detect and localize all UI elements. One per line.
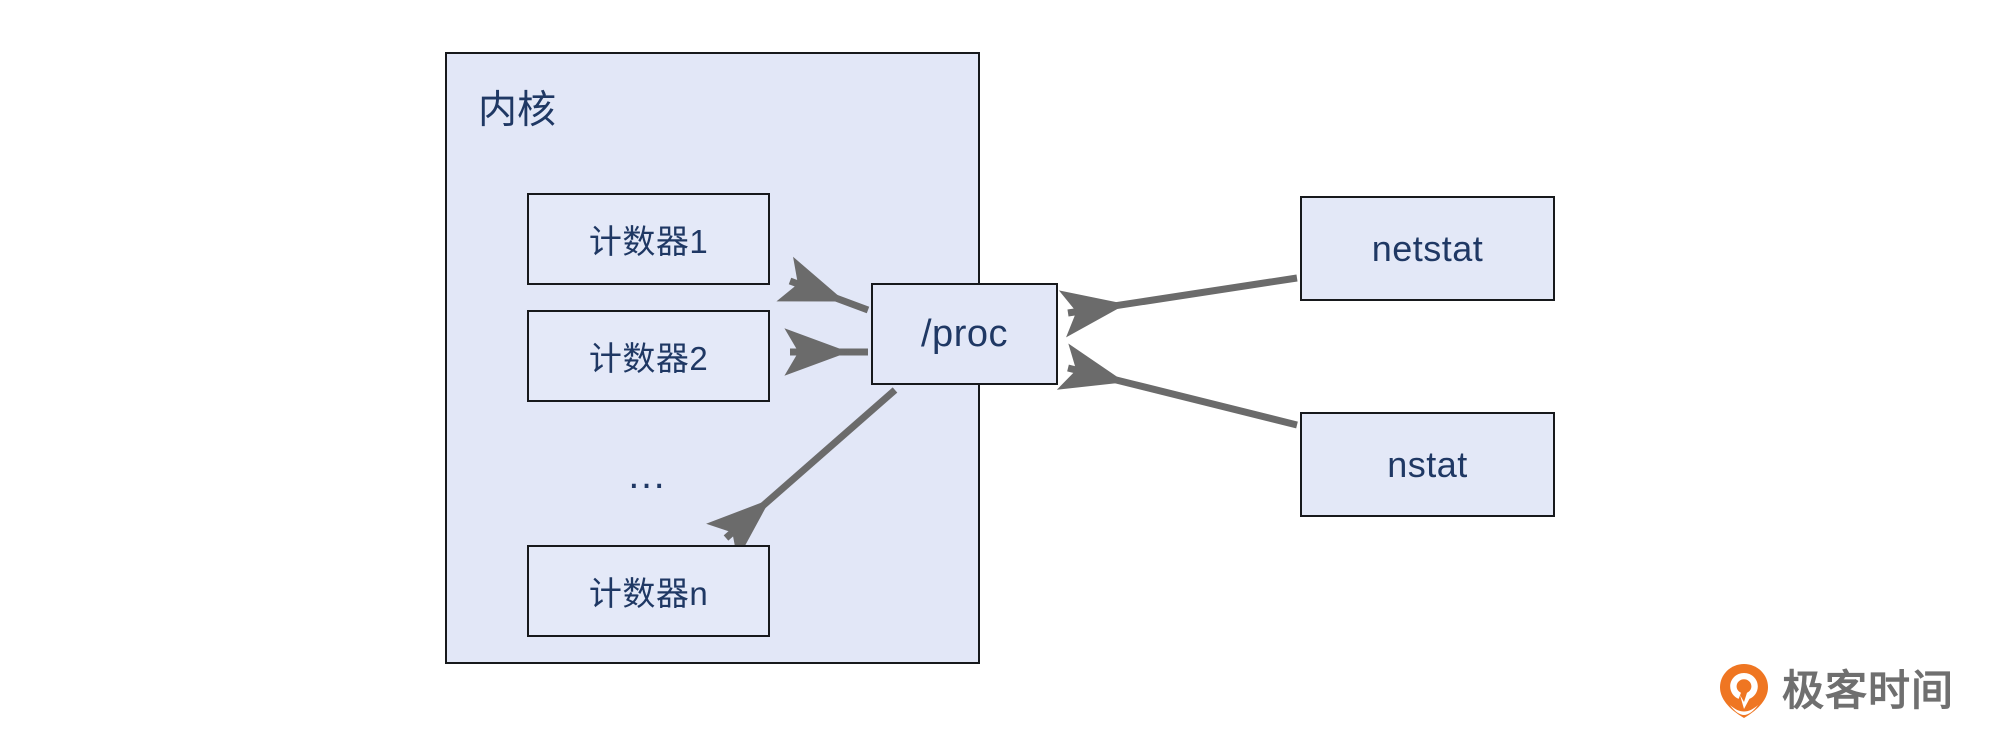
- proc-node: /proc: [871, 283, 1058, 385]
- counter-node-1: 计数器1: [527, 193, 770, 285]
- edge-nstat-to-proc: [1056, 343, 1298, 429]
- netstat-node: netstat: [1300, 196, 1555, 301]
- edge-netstat-to-proc: [1058, 274, 1298, 338]
- kernel-label: 内核: [478, 89, 557, 132]
- edge-proc-to-counter1: [776, 256, 870, 314]
- counter-node-2: 计数器2: [527, 310, 770, 402]
- counters-ellipsis: …: [626, 453, 671, 497]
- nstat-node: nstat: [1300, 412, 1555, 517]
- geektime-pin-icon: [1720, 664, 1768, 718]
- watermark-brand: 极客时间: [1782, 667, 1955, 714]
- counter-node-n: 计数器n: [527, 545, 770, 637]
- edge-proc-to-countern: [706, 387, 898, 560]
- watermark: 极客时间: [1718, 662, 1954, 720]
